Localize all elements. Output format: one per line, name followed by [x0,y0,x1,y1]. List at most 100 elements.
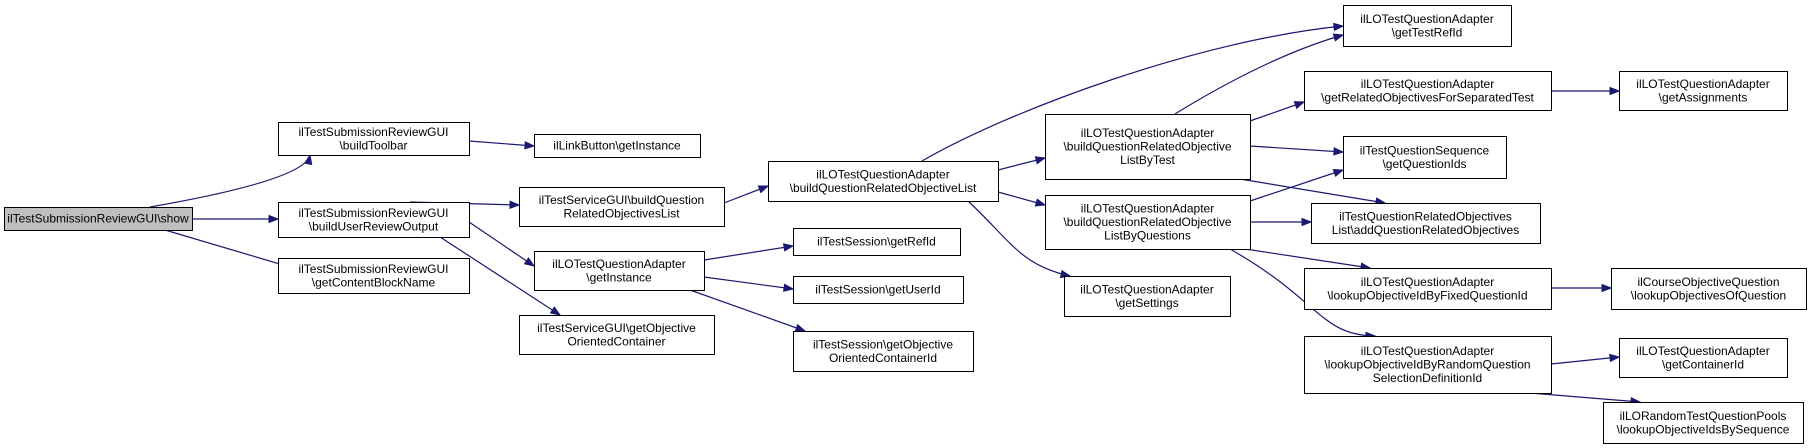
arrowhead [549,306,562,316]
arrowhead [1609,353,1621,363]
node-label-line: ilTestSubmissionReviewGUI [298,206,448,220]
node-session-get-container-id[interactable]: ilTestSession\getObjectiveOrientedContai… [793,331,974,372]
edge-build-user-review-output-to-service-get-container [439,236,562,316]
node-session-get-user-id[interactable]: ilTestSession\getUserId [793,276,964,304]
node-lo-lookup-fixed[interactable]: ilLOTestQuestionAdapter\lookupObjectiveI… [1304,268,1552,310]
node-lo-by-test[interactable]: ilLOTestQuestionAdapter\buildQuestionRel… [1045,114,1251,180]
node-lo-get-container-id[interactable]: ilLOTestQuestionAdapter\getContainerId [1619,338,1788,378]
node-service-build-list[interactable]: ilTestServiceGUI\buildQuestionRelatedObj… [519,187,725,227]
node-seq-get-question-ids[interactable]: ilTestQuestionSequence\getQuestionIds [1343,136,1507,179]
edge-lo-by-test-to-lo-get-test-ref-id [1174,33,1345,115]
node-lo-build-list[interactable]: ilLOTestQuestionAdapter\buildQuestionRel… [768,161,999,202]
arrowhead [268,214,280,224]
node-lo-by-questions[interactable]: ilLOTestQuestionAdapter\buildQuestionRel… [1045,195,1251,250]
node-label-line: ilTestQuestionSequence [1360,143,1490,157]
node-box [1304,268,1552,310]
node-box [1064,276,1231,317]
arrowhead [783,283,795,292]
edge-lo-lookup-random-to-lo-get-container-id [1550,353,1621,365]
arrowhead [1034,198,1047,207]
edge-line [703,276,794,290]
edge-line [1529,392,1641,403]
arrowhead [1293,101,1306,110]
node-lo-get-test-ref-id[interactable]: ilLOTestQuestionAdapter\getTestRefId [1343,5,1512,47]
node-label-line: ilLOTestQuestionAdapter [1361,275,1494,289]
node-label-line: ilTestSubmissionReviewGUI\show [7,212,189,226]
arrowhead [509,200,521,209]
node-label-line: ilLinkButton\getInstance [553,139,681,153]
node-label-line: ilLOTestQuestionAdapter [1636,77,1769,91]
node-lo-get-related-separated[interactable]: ilLOTestQuestionAdapter\getRelatedObject… [1304,71,1552,111]
node-label-line: ilLOTestQuestionAdapter [1636,344,1769,358]
node-get-content-block-name[interactable]: ilTestSubmissionReviewGUI\getContentBloc… [278,258,470,294]
edge-line [149,154,311,208]
edge-line [1249,101,1305,122]
edge-line [468,140,535,147]
edge-lo-by-test-to-rel-add-objectives [1239,178,1387,206]
node-label-line: \getSettings [1115,296,1178,310]
node-label-line: ilLOTestQuestionAdapter [1361,344,1494,358]
edge-line [468,221,535,267]
node-label-line: \getQuestionIds [1382,157,1466,171]
edge-line [164,229,301,271]
node-box [1619,71,1788,111]
node-box [793,331,974,372]
edge-line [1229,248,1376,337]
node-label-line: \lookupObjectiveIdsBySequence [1617,422,1790,436]
edge-lo-build-list-to-lo-get-settings [967,200,1072,279]
node-label-line: \getContainerId [1662,357,1744,371]
node-box [519,315,715,355]
edge-lo-by-test-to-lo-get-related-separated [1249,101,1306,122]
node-rel-add-objectives[interactable]: ilTestQuestionRelatedObjectivesList\addQ… [1311,203,1541,244]
node-build-user-review-output[interactable]: ilTestSubmissionReviewGUI\buildUserRevie… [278,202,470,238]
arrowhead [1601,283,1613,293]
node-build-toolbar[interactable]: ilTestSubmissionReviewGUI\buildToolbar [278,122,470,156]
node-box [1304,71,1552,111]
arrowhead [1333,147,1345,156]
node-label-line: ilLOTestQuestionAdapter [1080,282,1213,296]
node-label-line: \buildQuestionRelatedObjective [1063,140,1231,154]
node-show[interactable]: ilTestSubmissionReviewGUI\show [4,207,193,231]
node-label-line: ilTestServiceGUI\getObjective [537,321,696,335]
node-box [534,134,701,158]
node-label-line: ilTestSession\getObjective [813,337,953,351]
node-label-line: ilTestSession\getRefId [817,235,936,249]
node-lo-get-settings[interactable]: ilLOTestQuestionAdapter\getSettings [1064,276,1231,317]
edge-line [1174,34,1344,115]
arrowhead [1332,168,1345,178]
node-label-line: ilTestSubmissionReviewGUI [298,125,448,139]
edge-line [703,245,794,261]
node-box [1045,114,1251,180]
arrowhead [303,153,313,166]
node-label-line: ilCourseObjectiveQuestion [1637,275,1779,289]
node-lo-get-assignments[interactable]: ilLOTestQuestionAdapter\getAssignments [1619,71,1788,111]
node-lo-lookup-random[interactable]: ilLOTestQuestionAdapter\lookupObjectiveI… [1304,336,1552,394]
node-session-get-ref-id[interactable]: ilTestSession\getRefId [793,228,961,256]
node-box [534,251,705,291]
node-label-line: ListByQuestions [1104,229,1191,243]
edge-line [1550,356,1620,365]
edge-line [921,25,1344,162]
node-lo-adapter-get-instance[interactable]: ilLOTestQuestionAdapter\getInstance [534,251,705,291]
arrowhead [523,257,536,267]
node-link-button-get-instance[interactable]: ilLinkButton\getInstance [534,134,701,158]
edge-build-user-review-output-to-lo-adapter-get-instance [468,221,536,267]
arrowhead [524,141,536,150]
arrowhead [1034,156,1047,165]
edge-lo-get-related-separated-to-lo-get-assignments [1551,86,1621,96]
node-box [768,161,999,202]
arrowhead [794,323,807,332]
edge-line [967,200,1071,277]
edge-lo-adapter-get-instance-to-session-get-user-id [703,276,795,292]
node-label-line: \getTestRefId [1392,25,1463,39]
node-box [1311,203,1541,244]
node-label-line: ilTestServiceGUI\buildQuestion [539,193,704,207]
node-service-get-container[interactable]: ilTestServiceGUI\getObjectiveOrientedCon… [519,315,715,355]
node-pools-lookup[interactable]: ilLORandomTestQuestionPools\lookupObject… [1603,402,1804,444]
node-label-line: \getContentBlockName [312,275,436,289]
node-box [1603,402,1804,444]
node-course-lookup[interactable]: ilCourseObjectiveQuestion\lookupObjectiv… [1611,268,1807,310]
node-label-line: ilTestSession\getUserId [815,283,940,297]
node-label-line: \getInstance [586,270,652,284]
